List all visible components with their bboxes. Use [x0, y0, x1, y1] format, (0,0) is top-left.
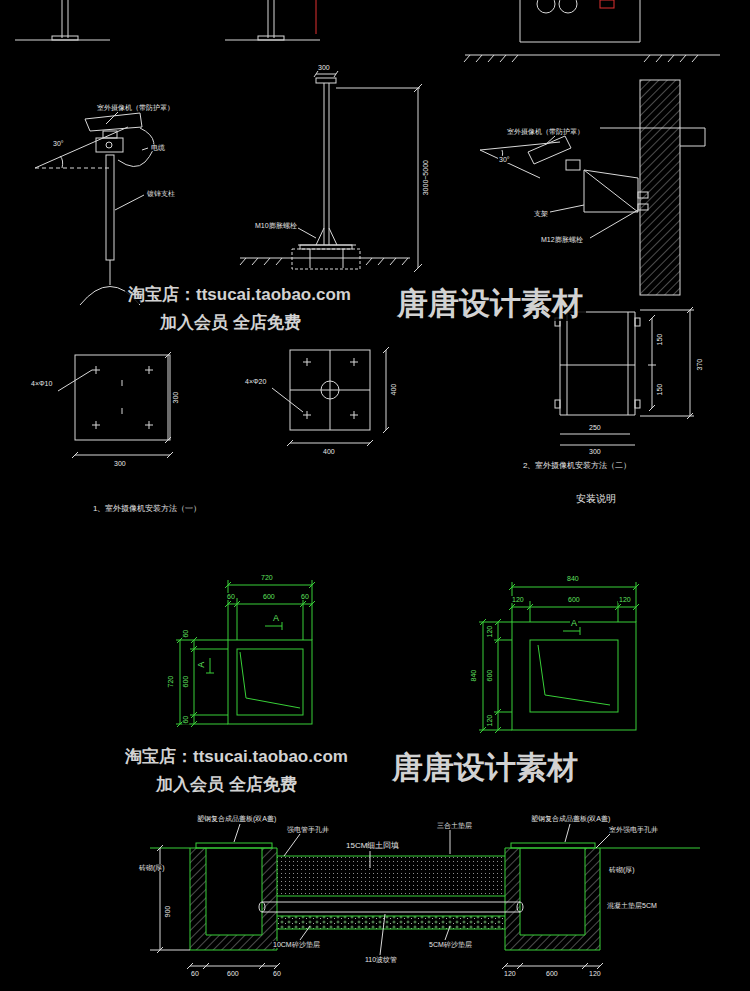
annotation-label: 电缆 — [150, 144, 166, 151]
annotation-label: 30° — [498, 156, 511, 163]
dimension-label: 60 — [226, 593, 236, 600]
annotation-label: 支架 — [533, 210, 549, 217]
annotation-label: 600 — [226, 970, 240, 977]
annotation-label: 塑钢复合成品盖板(双A盖) — [530, 815, 611, 822]
dimension-label: A — [272, 614, 280, 623]
dimension-label: 120 — [511, 596, 525, 603]
watermark-text: 加入会员 全店免费 — [153, 776, 300, 794]
annotation-label: 300 — [172, 391, 179, 405]
annotation-label: 300 — [588, 448, 602, 455]
dimension-label: A — [570, 619, 578, 628]
annotation-label: 400 — [322, 448, 336, 455]
dimension-label: 720 — [167, 675, 174, 689]
dimension-label: 60 — [182, 629, 189, 639]
annotation-label: 150 — [656, 383, 663, 397]
annotation-label: 3000~5000 — [422, 159, 429, 196]
annotation-label: 300 — [317, 64, 331, 71]
dimension-label: 600 — [567, 596, 581, 603]
dimension-label: 60 — [300, 593, 310, 600]
annotation-label: 120 — [503, 970, 517, 977]
annotation-label: 10CM碎沙垫层 — [272, 941, 321, 948]
annotation-label: 强电管手孔井 — [286, 826, 330, 833]
dimension-label: 60 — [182, 715, 189, 725]
dimension-label: 120 — [486, 714, 493, 728]
dimension-label: 840 — [566, 575, 580, 582]
dimension-label: 120 — [618, 596, 632, 603]
annotation-label: 250 — [588, 424, 602, 431]
watermark-text: 加入会员 全店免费 — [157, 314, 304, 332]
annotation-label: 4×Φ10 — [30, 380, 53, 387]
dimension-label: A — [197, 661, 206, 669]
annotation-label: M10膨胀螺栓 — [254, 222, 298, 229]
annotation-label: 400 — [390, 383, 397, 397]
annotation-label: 4×Φ20 — [244, 378, 267, 385]
watermark-text: 唐唐设计素材 — [389, 752, 581, 785]
annotation-label: 5CM碎沙垫层 — [428, 941, 473, 948]
annotation-label: 安装说明 — [575, 494, 617, 505]
annotation-label: 300 — [113, 460, 127, 467]
annotation-label: M12膨胀螺栓 — [540, 236, 584, 243]
annotation-label: 120 — [588, 970, 602, 977]
annotation-label: 900 — [164, 905, 171, 919]
annotation-label: 110波纹管 — [364, 956, 398, 963]
annotation-label: 室外强电手孔井 — [608, 826, 659, 833]
dimension-label: 600 — [486, 669, 493, 683]
annotation-label: 150 — [656, 333, 663, 347]
annotation-label: 1、室外摄像机安装方法（一） — [92, 505, 202, 513]
dimension-label: 120 — [486, 625, 493, 639]
dimension-label: 600 — [182, 675, 189, 689]
annotation-label: 60 — [190, 970, 200, 977]
annotation-label: 混凝土垫层5CM — [606, 902, 658, 909]
dimension-label: 840 — [470, 669, 477, 683]
annotation-label: 2、室外摄像机安装方法（二） — [522, 462, 632, 470]
annotation-label: 室外摄像机（带防护罩） — [96, 104, 175, 111]
annotation-label: 三合土垫层 — [436, 822, 473, 829]
watermark-text: 淘宝店：ttsucai.taobao.com — [125, 286, 354, 304]
annotation-label: 镀锌支柱 — [146, 190, 176, 197]
watermark-text: 淘宝店：ttsucai.taobao.com — [122, 748, 351, 766]
annotation-label: 600 — [545, 970, 559, 977]
watermark-text: 唐唐设计素材 — [394, 288, 586, 321]
annotation-label: 370 — [696, 358, 703, 372]
annotation-label: 砖砌(厚) — [138, 864, 166, 871]
annotation-label: 15CM细土回填 — [345, 842, 400, 850]
dimension-label: 720 — [260, 574, 274, 581]
annotation-label: 室外摄像机（带防护罩） — [506, 128, 585, 135]
annotation-label: 30° — [52, 140, 65, 147]
annotation-label: 砖砌(厚) — [608, 866, 636, 873]
annotation-label: 塑钢复合成品盖板(双A盖) — [196, 815, 277, 822]
dimension-label: 600 — [262, 593, 276, 600]
annotation-label: 60 — [272, 970, 282, 977]
